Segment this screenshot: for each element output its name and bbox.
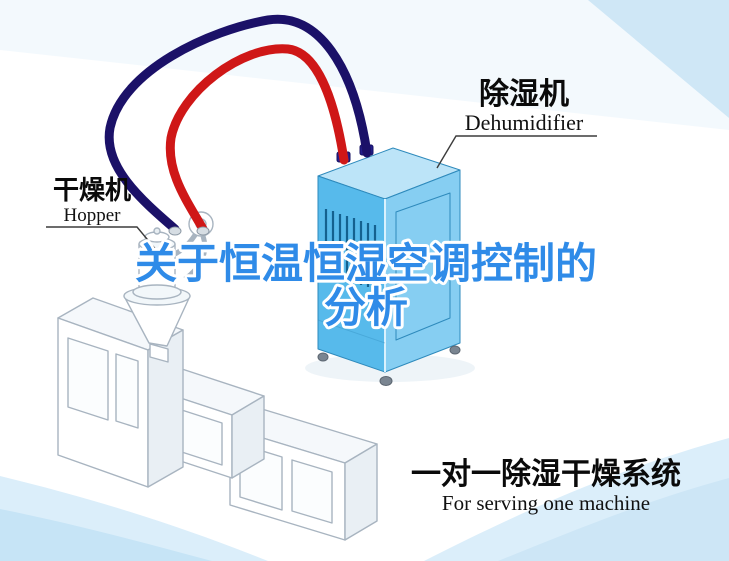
caption-cn: 一对一除湿干燥系统 <box>411 457 681 491</box>
dehumidifier-label-en: Dehumidifier <box>465 110 584 135</box>
wave-bottom-right-inner <box>498 478 729 561</box>
hopper-label-en: Hopper <box>64 205 122 226</box>
hose-red <box>165 44 349 234</box>
caster-wheels <box>317 345 461 386</box>
watermark-title-line1: 关于恒温恒湿空调控制的 <box>135 240 597 287</box>
watermark-title-line2: 分析 <box>324 284 408 331</box>
caption-en: For serving one machine <box>442 491 650 515</box>
background-top-band <box>0 0 729 130</box>
machine-panel <box>115 353 139 429</box>
hopper-neck <box>149 343 169 363</box>
dehumidifier-pointer-line <box>436 135 597 169</box>
dehumidifier-unit <box>305 144 475 386</box>
hopper-pointer-line <box>46 226 163 258</box>
vent-grille <box>324 209 377 289</box>
hopper-knob <box>153 227 161 235</box>
machine-body-side <box>344 443 378 541</box>
hose-end-fittings <box>168 226 210 236</box>
machine-panel <box>67 337 109 421</box>
hopper-label-cn: 干燥机 <box>53 175 131 205</box>
machine-panel <box>291 459 333 524</box>
door-outline <box>395 192 451 341</box>
panel-seam <box>317 319 386 344</box>
background-top-right-accent <box>588 0 729 118</box>
dehumidifier-label-cn: 除湿机 <box>479 77 569 111</box>
gearbox-side <box>231 395 265 479</box>
hose-navy <box>104 14 372 234</box>
extruder-machine <box>57 297 378 541</box>
hopper-flange <box>132 284 182 300</box>
wave-bottom-left-inner <box>0 509 212 561</box>
hopper-duct <box>183 235 208 282</box>
